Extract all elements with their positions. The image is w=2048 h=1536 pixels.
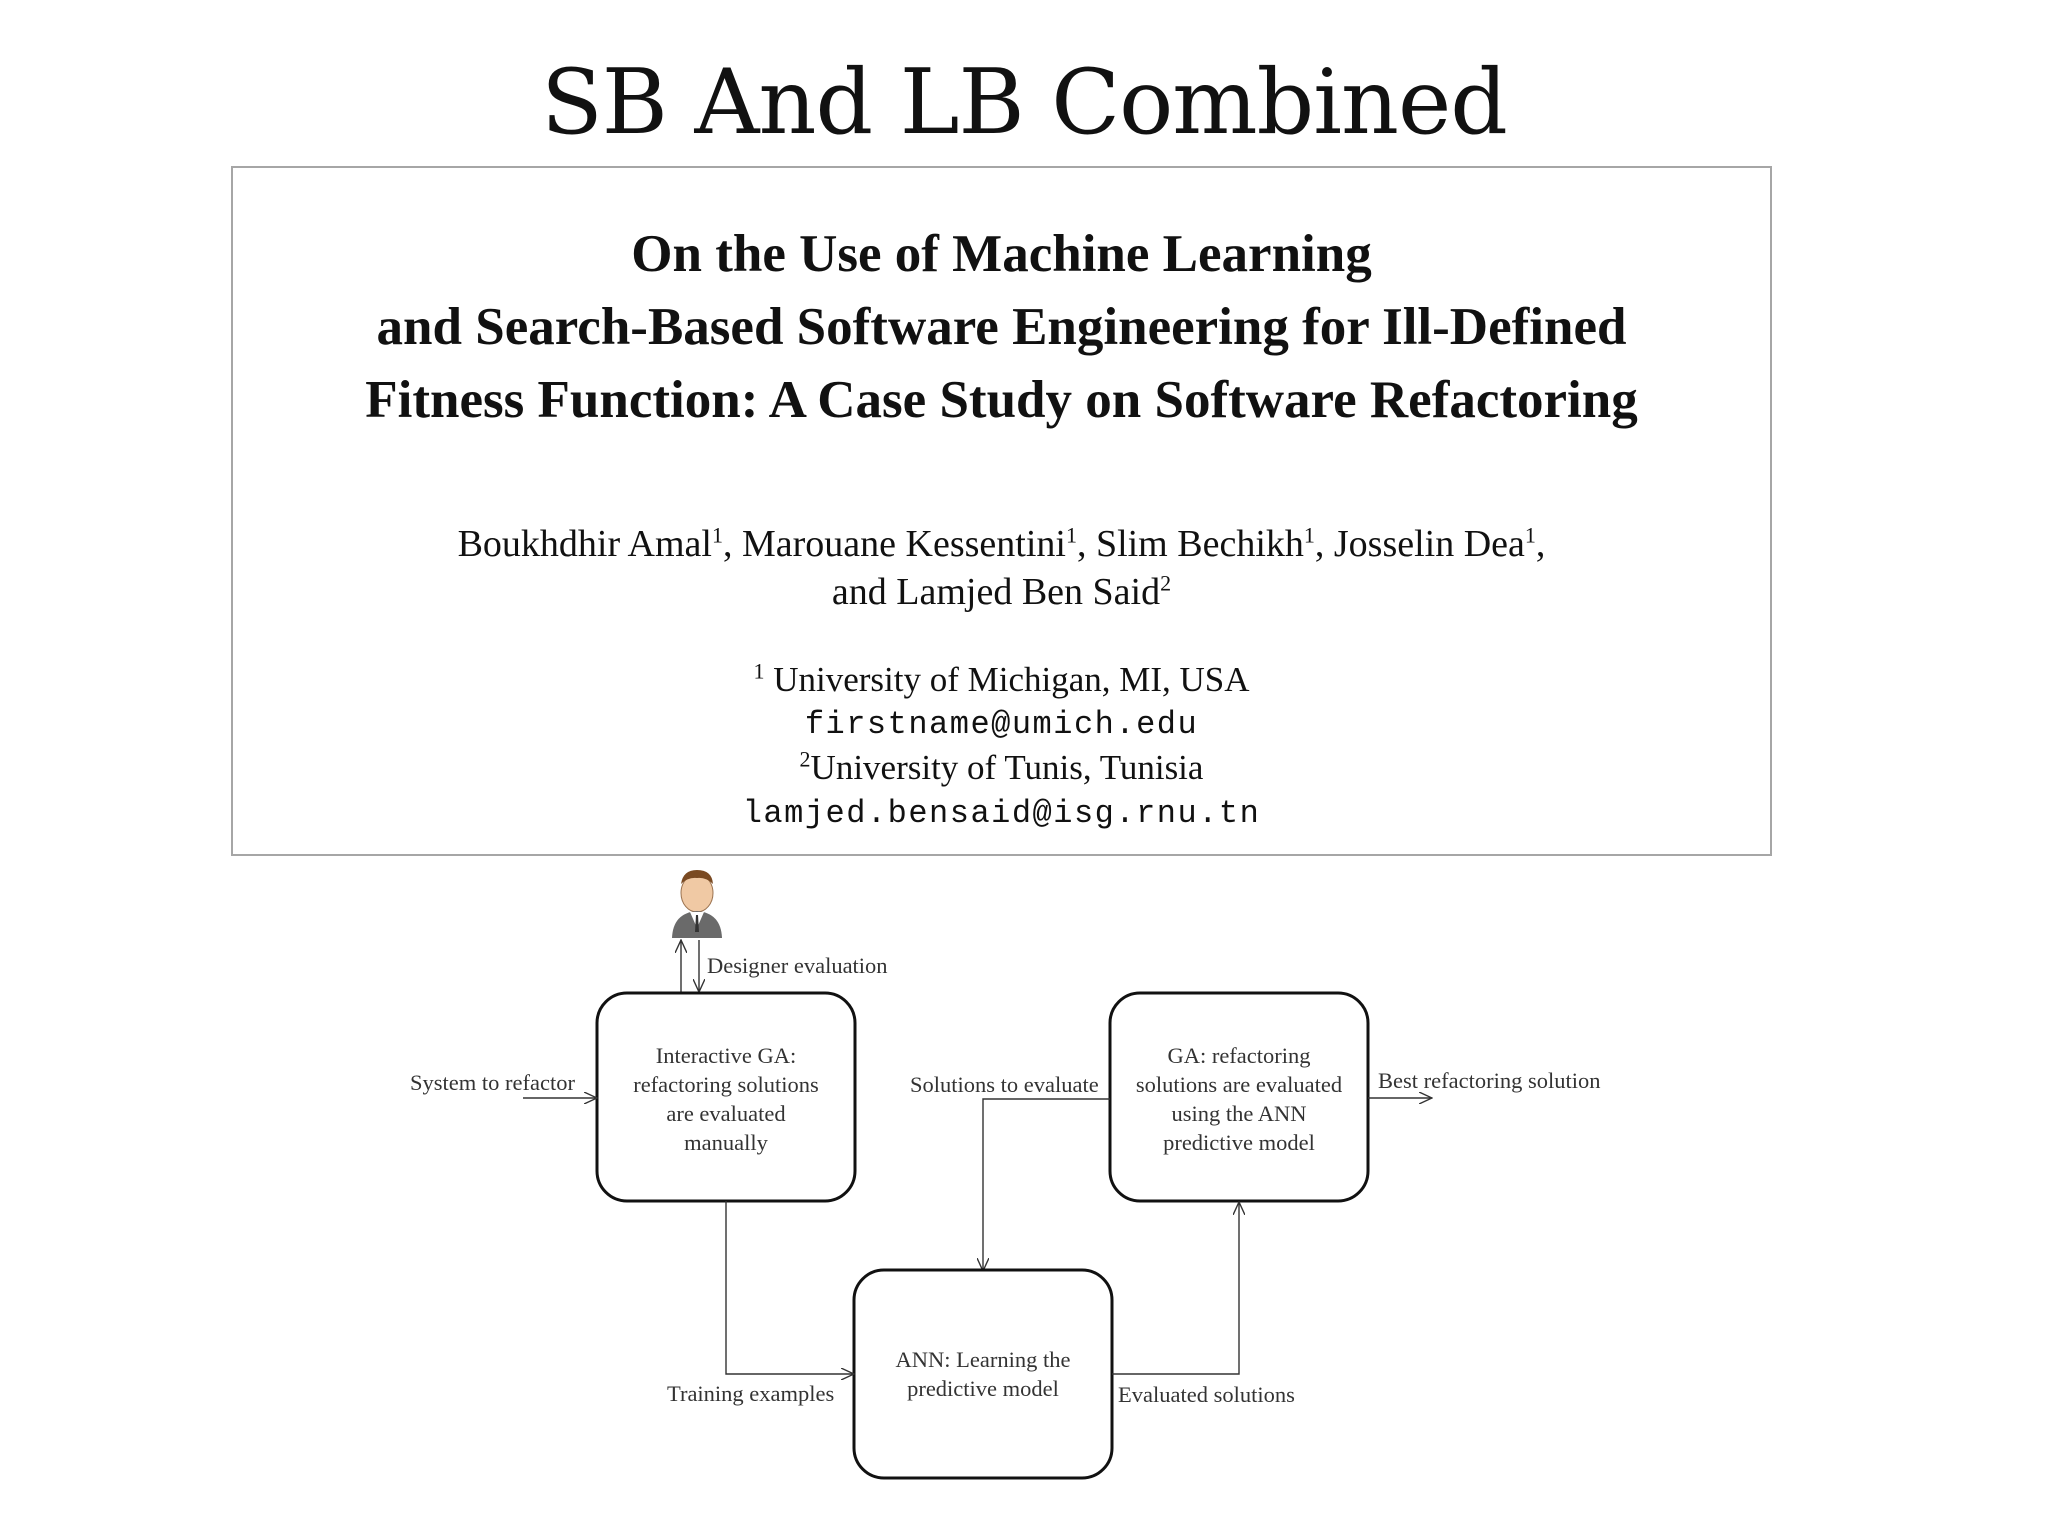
ga-ann-label-line: solutions are evaluated [1136,1072,1342,1097]
designer-evaluation-label: Designer evaluation [707,953,888,978]
author-name: , Marouane Kessentini [722,523,1066,565]
affiliation-name: University of Tunis, Tunisia [810,748,1204,787]
interactive-ga-label-line: refactoring solutions [633,1072,819,1097]
author-line-1: Boukhdhir Amal1, Marouane Kessentini1, S… [233,520,1770,568]
author-name: , Josselin Dea [1314,523,1525,565]
author-affiliation-mark: 2 [1160,570,1172,596]
affiliation-name: University of Michigan, MI, USA [773,660,1250,699]
paper-title-line-3: Fitness Function: A Case Study on Softwa… [365,371,1638,429]
affiliation-mark: 2 [799,746,811,772]
ann-label-line: ANN: Learning the [896,1347,1071,1372]
paper-title-line-2: and Search-Based Software Engineering fo… [376,298,1627,356]
affiliation-2-email: lamjed.bensaid@isg.rnu.tn [742,795,1261,832]
author-name: , Slim Bechikh [1076,523,1304,565]
author-line-2: and Lamjed Ben Said2 [233,568,1770,616]
interactive-ga-label-line: Interactive GA: [656,1043,797,1068]
ga-ann-node [1108,991,1370,1203]
author-affiliation-mark: 1 [1065,522,1077,548]
ga-ann-label-line: GA: refactoring [1167,1043,1310,1068]
interactive-ga-node [595,991,857,1203]
solutions-to-evaluate-label: Solutions to evaluate [910,1072,1099,1097]
paper-title-line-1: On the Use of Machine Learning [631,225,1372,283]
ga-ann-label-line: using the ANN [1172,1101,1307,1126]
paper-header-box: On the Use of Machine Learning and Searc… [231,166,1772,856]
evaluated-solutions-label: Evaluated solutions [1118,1382,1295,1407]
affiliation-1: 1 University of Michigan, MI, USA [233,658,1770,702]
ga-ann-label-line: predictive model [1163,1130,1315,1155]
affiliation-mark: 1 [753,658,765,684]
author-affiliation-mark: 1 [711,522,723,548]
ann-label-line: predictive model [907,1376,1059,1401]
author-name: Boukhdhir Amal [457,523,712,565]
author-affiliation-mark: 1 [1303,522,1315,548]
solutions-to-evaluate-arrow [983,1098,1110,1271]
evaluated-solutions-arrow [1112,1202,1239,1375]
training-examples-label: Training examples [667,1381,834,1406]
designer-evaluation-arrows [681,940,699,992]
slide-title: SB And LB Combined [541,50,1508,155]
author-separator: , [1535,523,1546,565]
system-to-refactor-label: System to refactor [410,1070,575,1095]
affiliation-1-email: firstname@umich.edu [804,706,1199,743]
author-affiliation-mark: 1 [1524,522,1536,548]
ann-node [852,1268,1114,1480]
designer-person-icon [672,870,722,938]
best-solution-label: Best refactoring solution [1378,1068,1600,1093]
training-examples-arrow [725,1201,854,1374]
interactive-ga-label-line: manually [684,1130,768,1155]
author-list: Boukhdhir Amal1, Marouane Kessentini1, S… [233,520,1770,616]
paper-title: On the Use of Machine Learning and Searc… [233,218,1770,437]
affiliation-2: 2University of Tunis, Tunisia [233,746,1770,790]
interactive-ga-label-line: are evaluated [666,1101,785,1126]
author-name: and Lamjed Ben Said [831,571,1161,613]
